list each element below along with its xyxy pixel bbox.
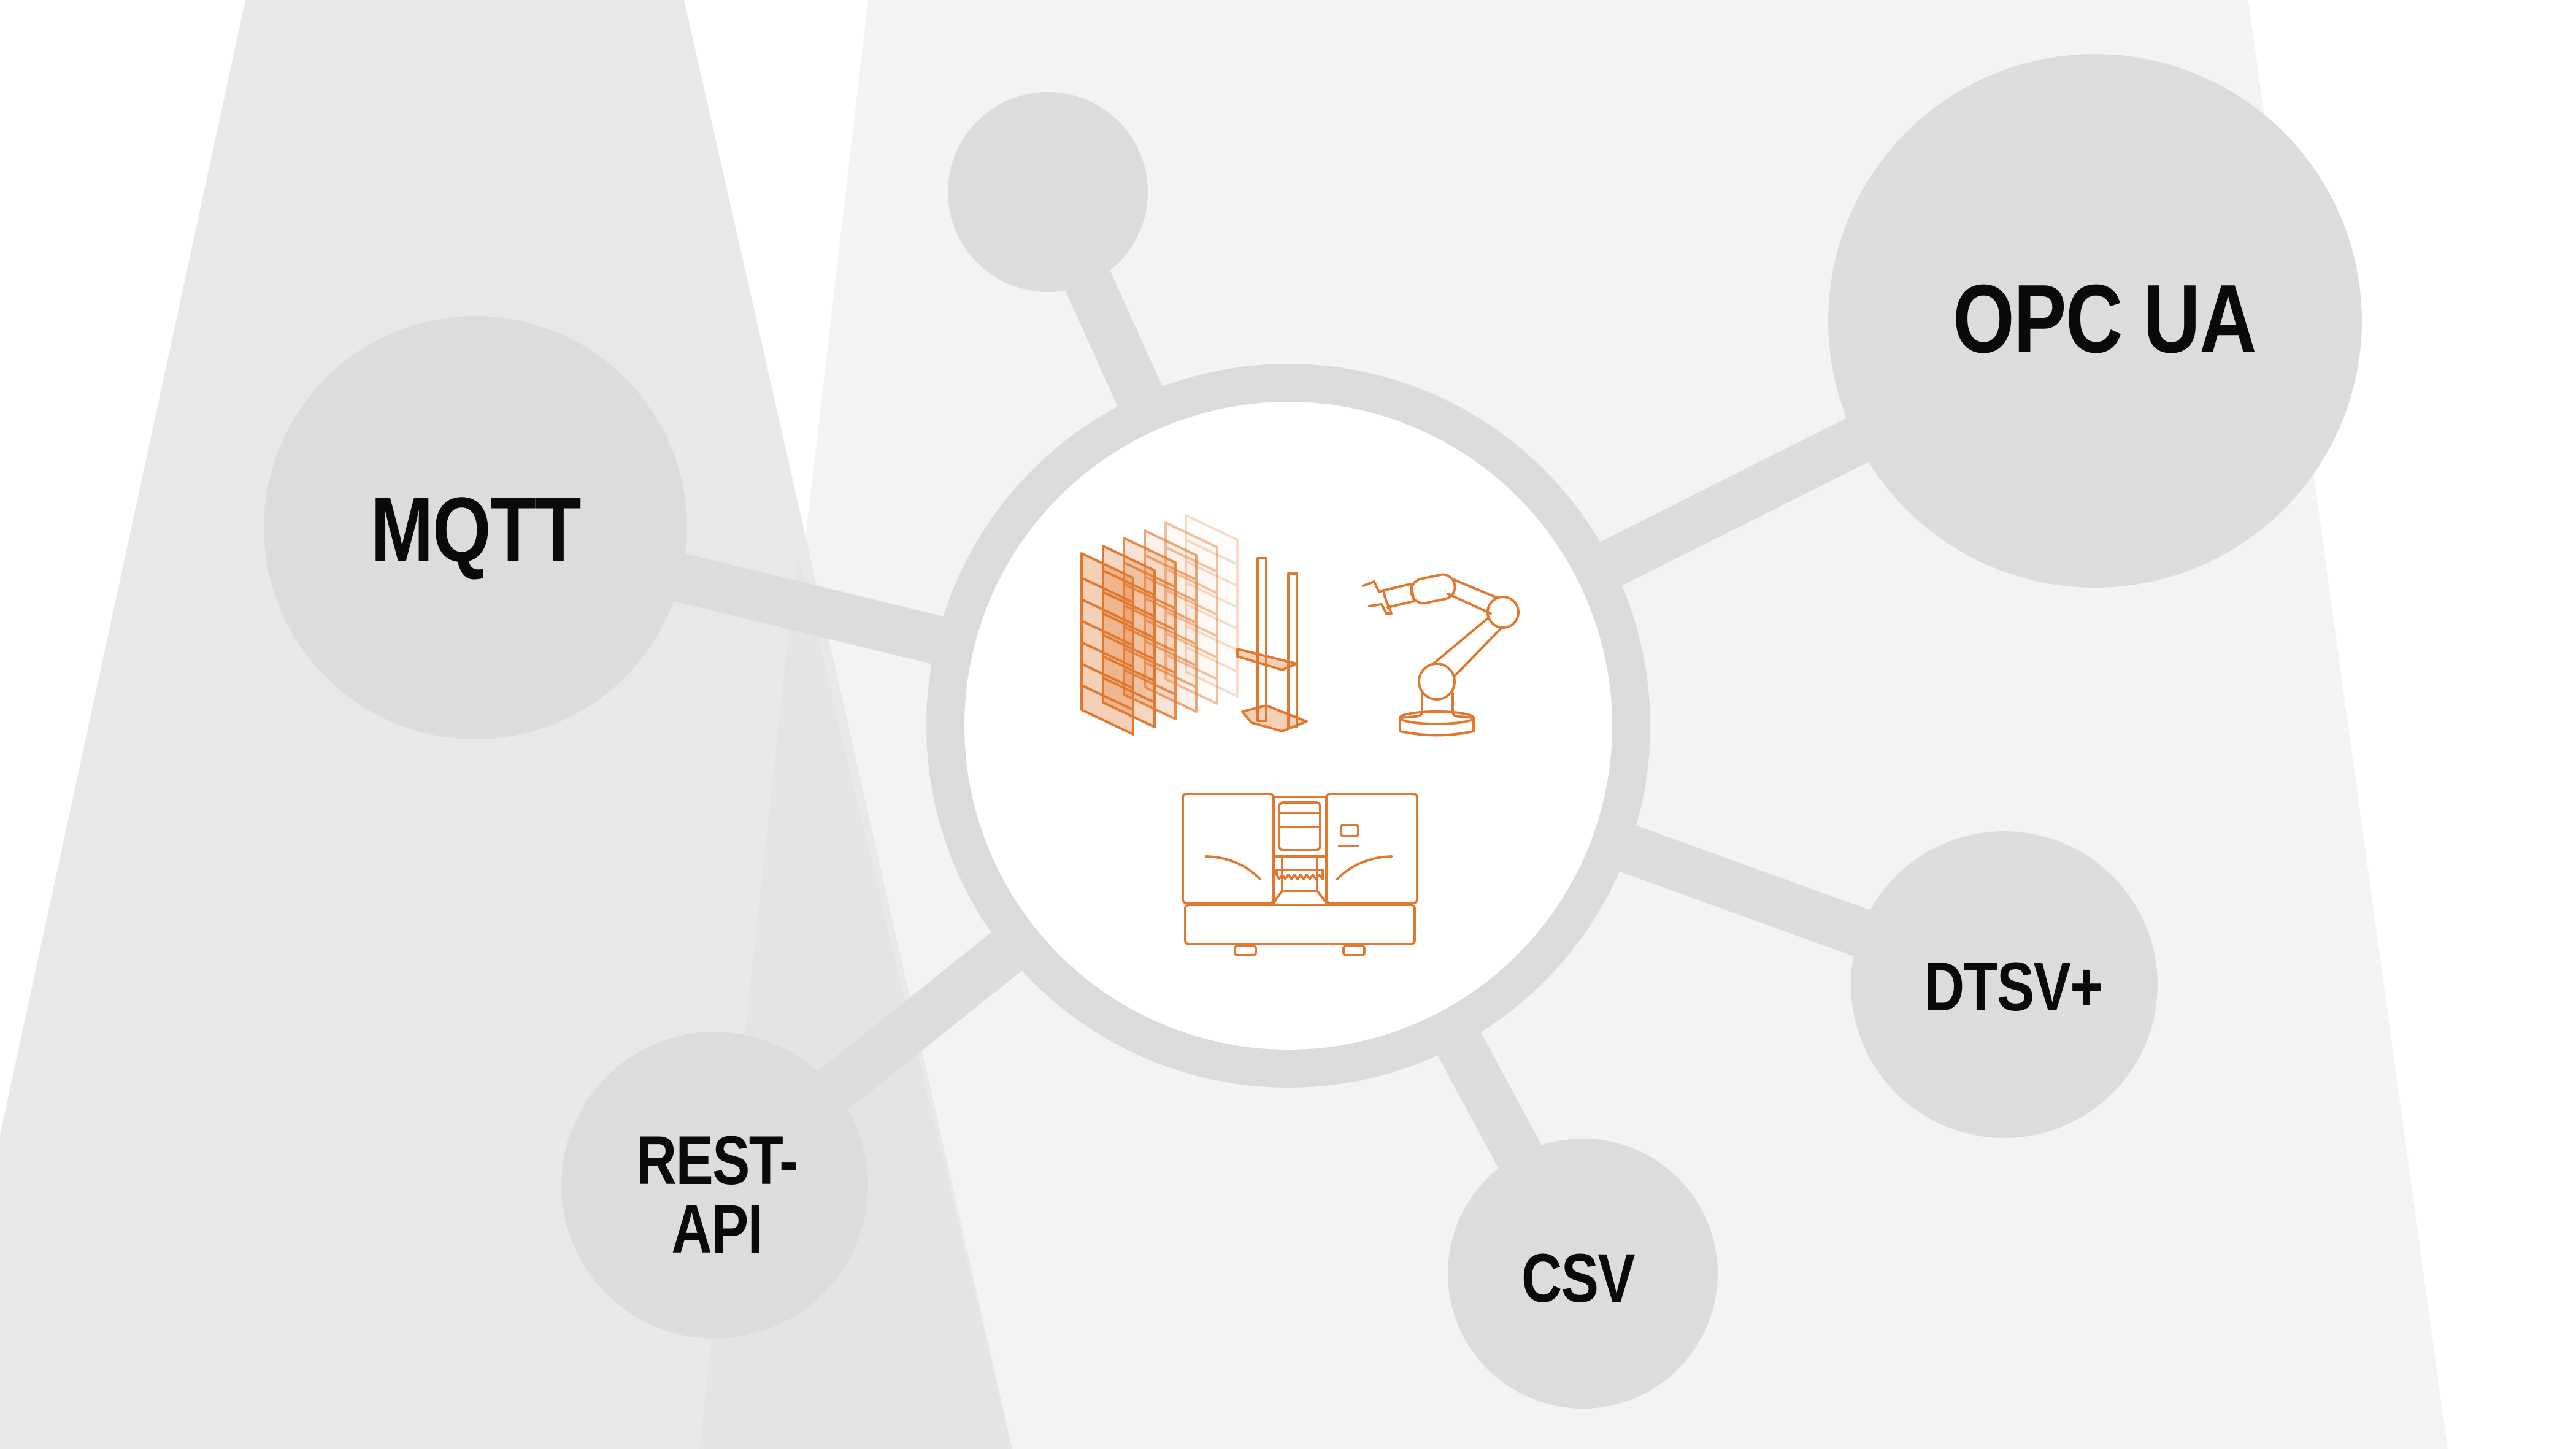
node-label-opc-ua: OPC UA <box>1920 271 2290 367</box>
node-csv <box>1448 1139 1718 1409</box>
node-label-mqtt: MQTT <box>348 483 604 575</box>
csv-label: CSV <box>1521 1240 1636 1316</box>
node-top <box>948 92 1148 292</box>
cnc-machine-icon <box>1182 793 1418 956</box>
node-label-rest-api: REST- API <box>618 1126 815 1264</box>
node-dtsv-plus <box>1851 831 2158 1138</box>
robot-arm-icon <box>1362 573 1520 737</box>
mqtt-label: MQTT <box>371 478 581 581</box>
node-label-dtsv-plus: DTSV+ <box>1904 953 2121 1021</box>
rest-api-label-line1: REST- <box>636 1122 798 1199</box>
dtsv-plus-label: DTSV+ <box>1923 948 2103 1025</box>
rest-api-label-line2: API <box>671 1191 763 1267</box>
opc-ua-label: OPC UA <box>1952 265 2257 373</box>
node-label-csv: CSV <box>1509 1244 1647 1313</box>
nodes <box>264 54 2362 1409</box>
node-rest-api <box>561 1032 868 1339</box>
node-opc-ua <box>1828 54 2362 588</box>
node-mqtt <box>264 316 687 739</box>
stacker-crane-icon <box>1236 557 1308 732</box>
high-bay-rack-storage-icon <box>1080 514 1308 736</box>
